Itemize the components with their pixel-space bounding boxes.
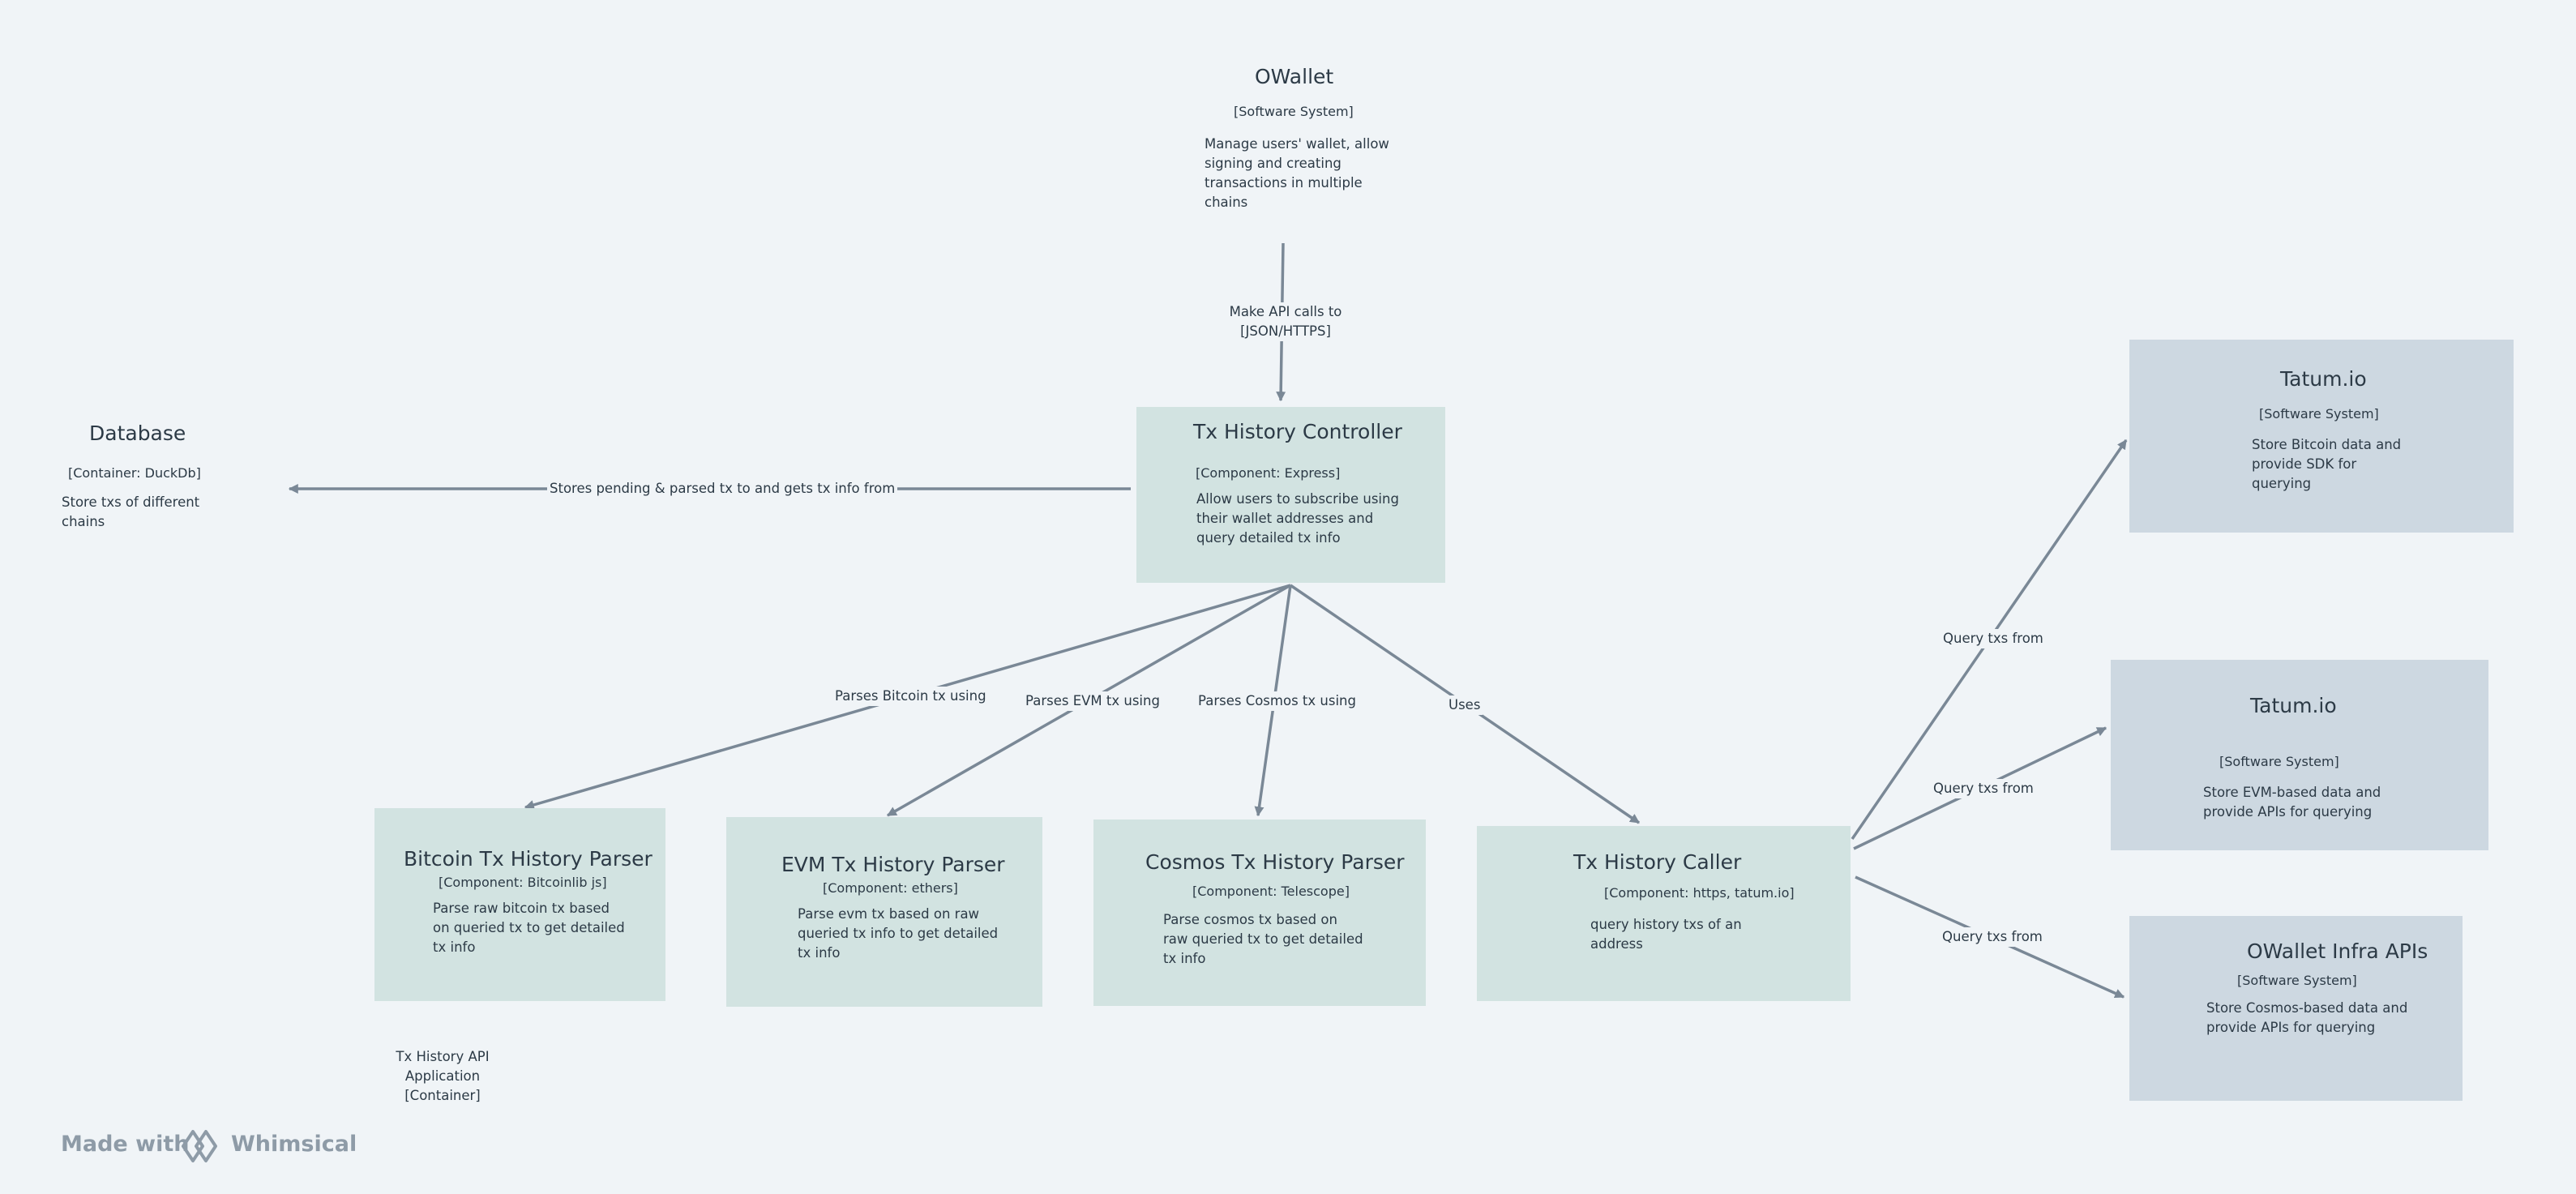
node-title: Database — [89, 422, 186, 445]
node-database[interactable]: Database [Container: DuckDb] Store txs o… — [57, 415, 243, 537]
node-title: EVM Tx History Parser — [781, 853, 1005, 876]
node-type: [Component: ethers] — [823, 880, 958, 896]
node-type: [Software System] — [2219, 754, 2339, 769]
node-type: [Container: DuckDb] — [68, 465, 201, 481]
edge-label-parses-evm: Parses EVM tx using — [1023, 691, 1162, 711]
node-description: Parse cosmos tx based on raw queried tx … — [1163, 912, 1363, 966]
node-title: Bitcoin Tx History Parser — [404, 847, 653, 871]
node-type: [Component: Bitcoinlib js] — [439, 875, 607, 890]
edge-label-make-api-calls: Make API calls to [JSON/HTTPS] — [1222, 302, 1349, 341]
node-title: OWallet Infra APIs — [2247, 939, 2428, 963]
node-type: [Software System] — [2237, 973, 2357, 988]
node-description: Store EVM-based data and provide APIs fo… — [2203, 785, 2381, 820]
container-boundary-label: Tx History API Application [Container] — [362, 1047, 524, 1106]
node-title: Cosmos Tx History Parser — [1145, 850, 1405, 874]
node-evm-parser[interactable]: EVM Tx History Parser [Component: ethers… — [726, 817, 1042, 1007]
node-description: Allow users to subscribe using their wal… — [1196, 491, 1399, 546]
node-description: Store txs of different chains — [62, 494, 200, 529]
node-type: [Component: Express] — [1196, 465, 1341, 481]
edge-label-parses-cosmos: Parses Cosmos tx using — [1196, 691, 1359, 711]
node-tatum-bitcoin[interactable]: Tatum.io [Software System] Store Bitcoin… — [2129, 340, 2514, 533]
edge-label-stores-pending: Stores pending & parsed tx to and gets t… — [547, 479, 898, 499]
node-owallet-infra-apis[interactable]: OWallet Infra APIs [Software System] Sto… — [2129, 916, 2463, 1101]
whimsical-logo-icon — [182, 1130, 217, 1162]
node-tatum-evm[interactable]: Tatum.io [Software System] Store EVM-bas… — [2111, 660, 2488, 850]
node-title: Tx History Controller — [1193, 420, 1402, 443]
whimsical-brand-text: Whimsical — [231, 1132, 357, 1157]
node-tx-history-caller[interactable]: Tx History Caller [Component: https, tat… — [1477, 826, 1851, 1001]
node-tx-history-controller[interactable]: Tx History Controller [Component: Expres… — [1136, 407, 1445, 583]
node-description: query history txs of an address — [1590, 917, 1742, 952]
edge-label-query-tatum-btc: Query txs from — [1941, 629, 2046, 648]
node-type: [Software System] — [2259, 406, 2379, 422]
node-description: Parse evm tx based on raw queried tx inf… — [798, 906, 999, 961]
node-description: Store Bitcoin data and provide SDK for q… — [2252, 437, 2402, 491]
node-type: [Software System] — [1234, 104, 1354, 119]
node-title: Tx History Caller — [1573, 850, 1742, 874]
node-title: OWallet — [1255, 65, 1334, 88]
edge-label-query-infra: Query txs from — [1940, 927, 2045, 947]
node-cosmos-parser[interactable]: Cosmos Tx History Parser [Component: Tel… — [1093, 820, 1426, 1006]
node-description: Parse raw bitcoin tx based on queried tx… — [433, 901, 625, 955]
edge-label-query-tatum-evm: Query txs from — [1931, 779, 2036, 798]
made-with-text: Made with — [61, 1132, 190, 1157]
node-title: Tatum.io — [2250, 694, 2337, 717]
node-owallet[interactable]: OWallet [Software System] Manage users' … — [1192, 57, 1402, 210]
node-title: Tatum.io — [2280, 367, 2367, 391]
container-type: [Container] — [404, 1088, 481, 1103]
node-type: [Component: Telescope] — [1192, 884, 1350, 899]
node-type: [Component: https, tatum.io] — [1604, 885, 1795, 901]
edge-label-parses-bitcoin: Parses Bitcoin tx using — [832, 687, 989, 706]
node-description: Store Cosmos-based data and provide APIs… — [2206, 1000, 2408, 1035]
node-bitcoin-parser[interactable]: Bitcoin Tx History Parser [Component: Bi… — [374, 808, 665, 1001]
edge-label-uses: Uses — [1446, 695, 1483, 715]
container-name: Tx History API Application — [396, 1049, 490, 1084]
node-description: Manage users' wallet, allow signing and … — [1205, 136, 1389, 210]
